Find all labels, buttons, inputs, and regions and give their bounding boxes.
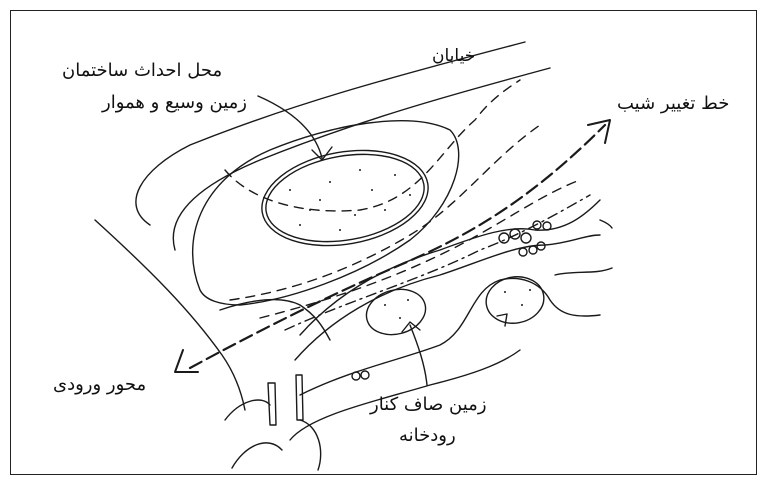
dashed-contour-2 <box>230 125 540 300</box>
gate-post-right <box>296 375 303 420</box>
right-contour <box>555 220 612 275</box>
building-site-sublabel: زمین وسیع و هموار <box>102 92 247 114</box>
dashed-contour-1 <box>225 80 520 211</box>
riverside-land-label: زمین صاف کنار <box>370 394 487 416</box>
dashed-contour-3 <box>260 180 580 318</box>
hill-contour-outer <box>193 121 459 305</box>
lower-contour-left <box>225 400 282 468</box>
riverside-oval-right <box>482 272 547 327</box>
lower-contour-right <box>300 420 321 470</box>
slope-change-line <box>190 125 605 368</box>
street-label: خیابان <box>432 46 475 66</box>
small-circles-cluster <box>352 221 551 380</box>
riverside-oval-left <box>361 283 430 341</box>
slope-change-label: خط تغییر شیب <box>617 93 729 115</box>
river-bank-lower <box>300 278 600 395</box>
entrance-axis-label: محور ورودی <box>53 374 146 396</box>
riverside-land-sublabel: رودخانه <box>399 425 456 447</box>
riverside-stipple <box>384 289 531 319</box>
riverside-pointer-line <box>410 325 427 385</box>
building-site-stipple <box>289 169 411 231</box>
building-site-label: محل احداث ساختمان <box>62 60 222 82</box>
entrance-arrow-head <box>175 350 198 372</box>
